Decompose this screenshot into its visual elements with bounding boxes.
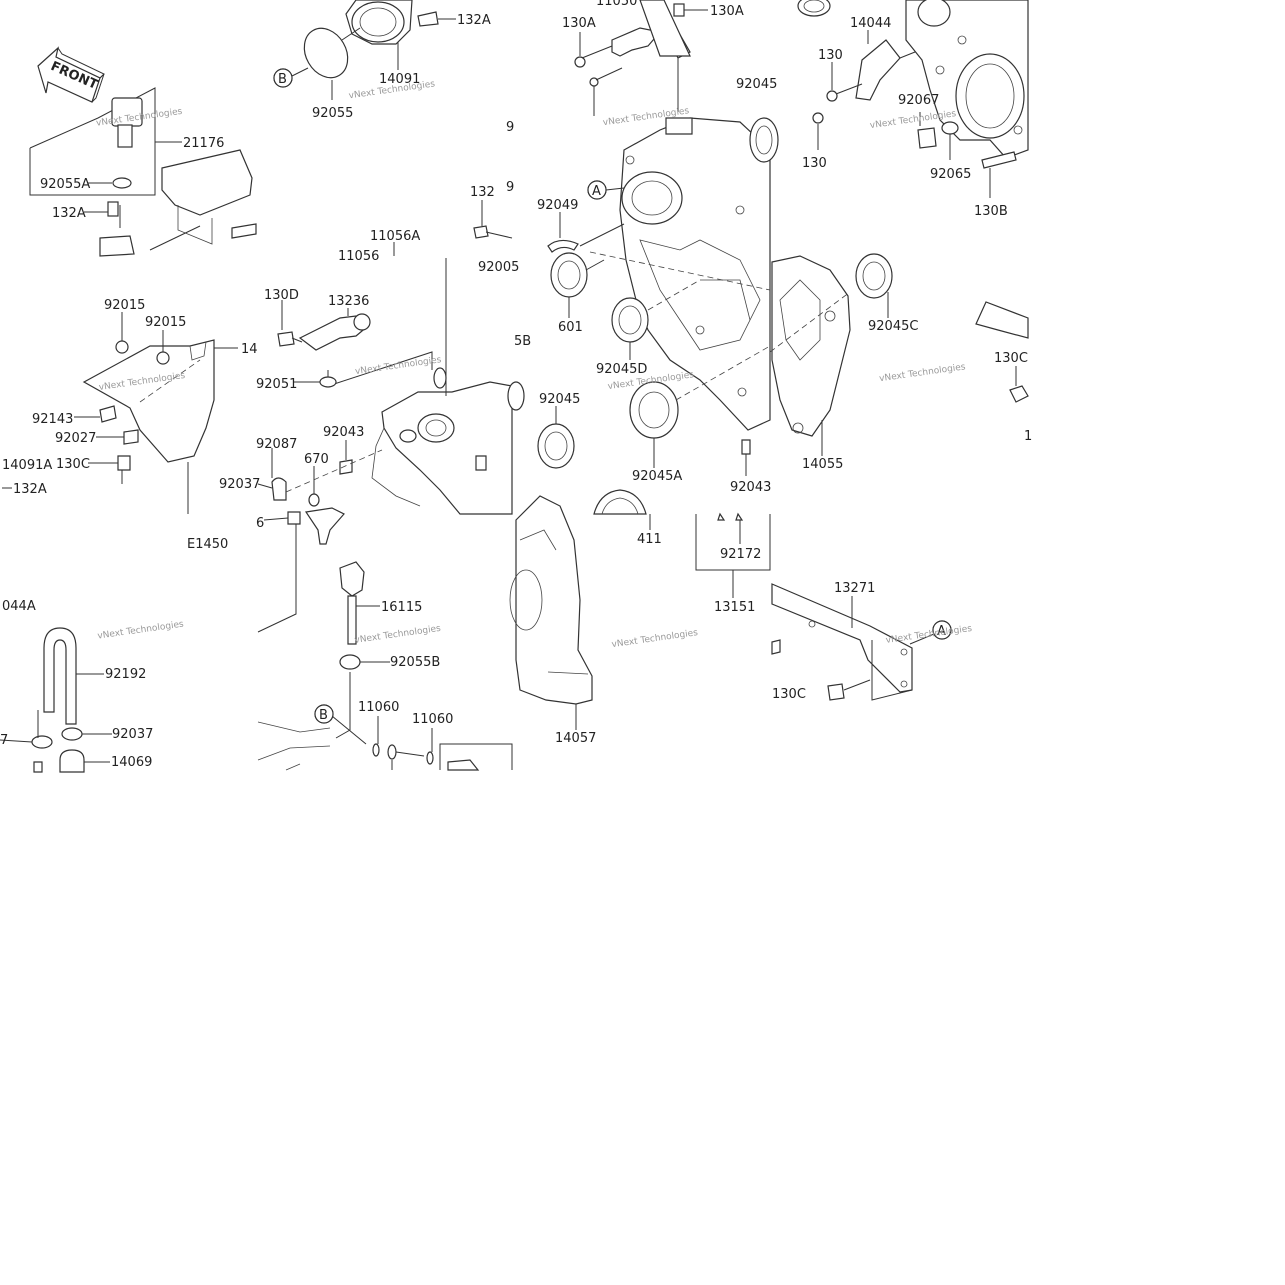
label-92045C: 92045C — [868, 319, 918, 334]
bracket-14044 — [812, 30, 921, 150]
label-6-mid: 6 — [256, 516, 264, 531]
label-92045-mid: 92045 — [539, 392, 580, 407]
label-92051: 92051 — [256, 377, 297, 392]
label-13271: 13271 — [834, 581, 875, 596]
bolt-132-92005 — [473, 200, 513, 239]
label-92045-top: 92045 — [736, 77, 777, 92]
label-92043-right: 92043 — [730, 480, 771, 495]
label-92055A: 92055A — [40, 177, 90, 192]
hose-92192 — [0, 627, 112, 773]
callout-b-top: B — [273, 68, 293, 88]
label-13151: 13151 — [714, 600, 755, 615]
label-92087: 92087 — [256, 437, 297, 452]
label-11060-b: 11060 — [412, 712, 453, 727]
seal-top — [797, 0, 831, 17]
callout-a-main: A — [587, 180, 607, 200]
label-670: 670 — [304, 452, 329, 467]
label-92192: 92192 — [105, 667, 146, 682]
case-main — [579, 117, 779, 431]
label-14069: 14069 — [111, 755, 152, 770]
label-14-left: 14 — [241, 342, 258, 357]
svg-text:A: A — [592, 184, 601, 199]
label-14091: 14091 — [379, 72, 420, 87]
rail-right — [975, 301, 1029, 403]
label-130B: 130B — [974, 204, 1008, 219]
label-21176: 21176 — [183, 136, 224, 151]
case-right — [905, 0, 1029, 198]
bracket-13151 — [695, 512, 771, 598]
label-92043-mid: 92043 — [323, 425, 364, 440]
label-9-b: 9 — [506, 180, 514, 195]
label-130C-lower: 130C — [772, 687, 806, 702]
label-92045D: 92045D — [596, 362, 647, 377]
bracket-11050 — [574, 0, 708, 116]
label-11056A: 11056A — [370, 229, 420, 244]
label-044A: 044A — [2, 599, 36, 614]
label-130A-top: 130A — [562, 16, 596, 31]
label-E1450: E1450 — [187, 537, 228, 552]
part-labels: 130A 11050 130A 132A 14091 92055 21176 9… — [0, 0, 1032, 770]
label-92037-mid: 92037 — [219, 477, 260, 492]
label-92055B: 92055B — [390, 655, 440, 670]
label-14057: 14057 — [555, 731, 596, 746]
svg-text:B: B — [278, 72, 287, 87]
label-92055: 92055 — [312, 106, 353, 121]
label-92015-a: 92015 — [104, 298, 145, 313]
label-92049: 92049 — [537, 198, 578, 213]
label-132A-left: 132A — [52, 206, 86, 221]
label-92067: 92067 — [898, 93, 939, 108]
label-11056: 11056 — [338, 249, 379, 264]
label-92005: 92005 — [478, 260, 519, 275]
svg-text:B: B — [319, 708, 328, 723]
label-132: 132 — [470, 185, 495, 200]
label-92045A: 92045A — [632, 469, 682, 484]
seals-11060 — [372, 716, 513, 771]
label-13236: 13236 — [328, 294, 369, 309]
cover-14055 — [769, 253, 893, 456]
label-7-low: 7 — [0, 733, 8, 748]
label-411: 411 — [637, 532, 662, 547]
label-132A-mid: 132A — [13, 482, 47, 497]
gearcase-center — [371, 242, 525, 515]
housing-14091 — [273, 0, 456, 100]
label-1-right: 1 — [1024, 429, 1032, 444]
label-130-a: 130 — [818, 48, 843, 63]
sensor-21176 — [29, 87, 257, 257]
bearing-92045 — [537, 406, 575, 469]
callout-a-plate: A — [932, 620, 952, 640]
label-11050: 11050 — [596, 0, 637, 9]
bracket-92015 — [2, 312, 238, 514]
label-130-b: 130 — [802, 156, 827, 171]
label-92143: 92143 — [32, 412, 73, 427]
label-601: 601 — [558, 320, 583, 335]
pins-670-92087 — [257, 440, 383, 633]
housing-14057 — [509, 495, 593, 730]
callout-b-lower: B — [314, 704, 334, 724]
label-16115: 16115 — [381, 600, 422, 615]
label-92015-b: 92015 — [145, 315, 186, 330]
label-14044: 14044 — [850, 16, 891, 31]
label-92172: 92172 — [720, 547, 761, 562]
arm-13236 — [277, 300, 433, 388]
bearing-92045A — [629, 345, 771, 468]
label-92065: 92065 — [930, 167, 971, 182]
label-130A-right: 130A — [710, 4, 744, 19]
label-130C-left: 130C — [56, 457, 90, 472]
bearing-92049 — [547, 212, 605, 318]
label-130D: 130D — [264, 288, 299, 303]
label-92027: 92027 — [55, 431, 96, 446]
label-92037-low: 92037 — [112, 727, 153, 742]
label-132A-top: 132A — [457, 13, 491, 28]
label-5B: 5B — [514, 334, 531, 349]
label-14055: 14055 — [802, 457, 843, 472]
svg-text:A: A — [937, 624, 946, 639]
label-11060-a: 11060 — [358, 700, 399, 715]
dowel-92043-right — [741, 439, 751, 476]
label-130C-right: 130C — [994, 351, 1028, 366]
bearing-411 — [593, 489, 651, 530]
bearing-92045D — [611, 279, 701, 360]
label-9-a: 9 — [506, 120, 514, 135]
label-14091A: 14091A — [2, 458, 52, 473]
